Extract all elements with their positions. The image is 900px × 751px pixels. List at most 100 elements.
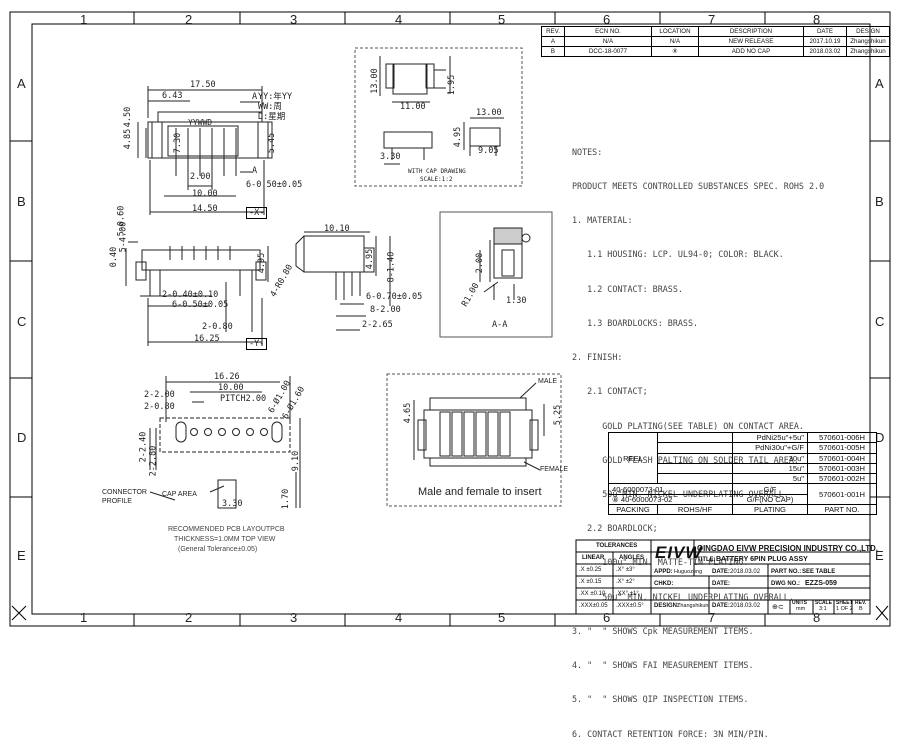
grid-row-c-right: C [875,314,885,329]
tolerances-header: TOLERANCES [596,543,638,549]
dim-label: 2-0.80 [202,322,233,332]
dim-label: 13.00 [476,108,502,118]
note-line: 100u" MIN. MATTE-TIN PLATING. [572,557,749,568]
revision-header-row: REV. ECN NO. LOCATION DESCRIPTION DATE D… [541,26,890,37]
appd-label: APPD: [654,569,673,575]
dim-label: 9.05 [478,146,499,156]
male-label: MALE [538,378,558,385]
grid-row-b: B [17,194,26,209]
appd-value: Huguozong [674,569,703,575]
table-row: B DCC-18-0077 ⑧ ADD NO CAP 2018.03.02 Zh… [541,46,890,57]
legend-line: D:星期 [258,112,286,122]
grid-row-e-right: E [875,548,884,563]
dim-label: 2-2.00 [144,390,175,400]
rev-cell: N/A [564,36,652,47]
tol-angle: .X° ±2° [616,579,635,585]
dim-label: 3.30 [380,152,401,162]
dim-label: 5.25 [553,404,564,426]
dim-label: 4.85 [123,128,134,150]
bom-packing-no: 40-6000073-01 [608,483,733,495]
note-line: 2.2 BOARDLOCK; [572,523,658,534]
dim-label: 4.95 [257,252,268,274]
bom-part-no: 570601-006H [807,431,877,444]
note-line: 3. " " SHOWS Cpk MEASUREMENT ITEMS. [572,625,754,636]
grid-col-6: 6 [603,12,611,27]
scale-label: SCALE [815,600,832,606]
part-no-value: SEE TABLE [802,569,836,575]
rev-header-location: LOCATION [651,26,699,37]
cap-drawing-caption: WITH CAP DRAWING [408,168,466,175]
female-label: FEMALE [540,466,569,473]
dim-label: 5.45 [267,132,278,154]
rev-cell: Zhangshikun [846,46,890,57]
cap-area-label: CAP AREA [162,491,197,498]
rev-header-rev: REV. [541,26,565,37]
company-name: QINGDAO EIVW PRECISION INDUSTRY CO.,LTD. [697,544,878,553]
date-value: 2018.03.02 [730,603,761,609]
note-line: PRODUCT MEETS CONTROLLED SUBSTANCES SPEC… [572,181,825,192]
table-row: 40-6000073-01 G/F 570601-001H [608,483,877,506]
scale-value: 3:1 [819,606,827,612]
grid-row-d: D [17,430,27,445]
dim-label: 2.00 [475,252,486,274]
table-row: A N/A N/A NEW RELEASE 2017.10.19 Zhangsh… [541,36,890,47]
reel-label: REEL [608,431,658,485]
bom-empty-cell [657,452,733,464]
bom-part-no: 570601-004H [807,452,877,464]
grid-col-1-bottom: 1 [80,610,88,625]
bom-packing-no: ⑧ 40-6000073-02 [608,493,733,506]
bom-footer-cell: PACKING [608,504,658,516]
bom-part-no: 570601-003H [807,462,877,475]
dim-label: 16.26 [214,372,240,382]
dim-label: 2-2.65 [362,320,393,330]
grid-row-c: C [17,314,27,329]
bom-plating: 5u" [732,473,808,485]
grid-col-5-bottom: 5 [498,610,506,625]
sheet-value: 1 OF 2 [836,606,853,612]
dim-label: 6-0.70±0.05 [366,292,423,302]
dim-label: 14.50 [192,204,218,214]
tol-linear: .XXX±0.05 [579,603,608,609]
chkd-label: CHKD: [654,581,674,587]
dim-label: 10.00 [192,189,218,199]
bom-part-no: 570601-001H [807,483,877,506]
section-mark-a: A [252,92,258,102]
dim-label: 2-2.80 [148,445,159,477]
dim-label: 4.65 [403,402,414,424]
dim-label: 6.43 [162,91,183,101]
pcb-caption-line: (General Tolerance±0.05) [178,546,258,553]
date-label: DATE: [712,581,730,587]
rev-header-description: DESCRIPTION [698,26,804,37]
pcb-caption-line: RECOMMENDED PCB LAYOUTPCB [168,526,285,533]
drawing-title: BATTERY 6PIN PLUG ASSY [716,556,808,563]
dim-label: 2.00 [190,172,211,182]
dim-label: 5-4.00 [118,221,129,253]
units-label: UNITS [792,600,807,606]
bom-empty-cell [657,431,733,444]
dim-label: 6-0.50±0.05 [172,300,229,310]
grid-col-8: 8 [813,12,821,27]
dim-label: 4.50 [123,106,134,128]
mating-caption: Male and female to insert [418,486,542,498]
dim-label: 1.70 [281,488,292,510]
sheet-label: SHEET [836,600,853,606]
dim-label: PITCH2.00 [220,394,267,404]
dwg-no-value: EZZS-059 [805,580,837,587]
grid-col-5: 5 [498,12,506,27]
design-label: DESIGN: [654,603,680,609]
note-line: 5. " " SHOWS QIP INSPECTION ITEMS. [572,694,749,705]
grid-col-3: 3 [290,12,298,27]
table-row: REEL PdNi25u"+5u" 570601-006H [608,431,877,485]
section-aa-label: A-A [492,320,508,330]
bom-plating: G/F [732,483,808,495]
dwg-no-label: DWG NO.: [771,581,800,587]
rev-label: REV. [855,600,867,606]
note-line: 50u" MIN. NICKEL UNDERPLATING OVERALL. [572,591,794,602]
bom-plating: 15u" [732,462,808,475]
grid-col-4: 4 [395,12,403,27]
part-no-label: PART NO.: [771,569,802,575]
grid-row-b-right: B [875,194,884,209]
bom-table: REEL PdNi25u"+5u" 570601-006H PdNi30u"+G… [608,431,877,516]
dim-label: 9.10 [291,450,302,472]
bom-plating: G/F(NO CAP) [732,493,808,506]
